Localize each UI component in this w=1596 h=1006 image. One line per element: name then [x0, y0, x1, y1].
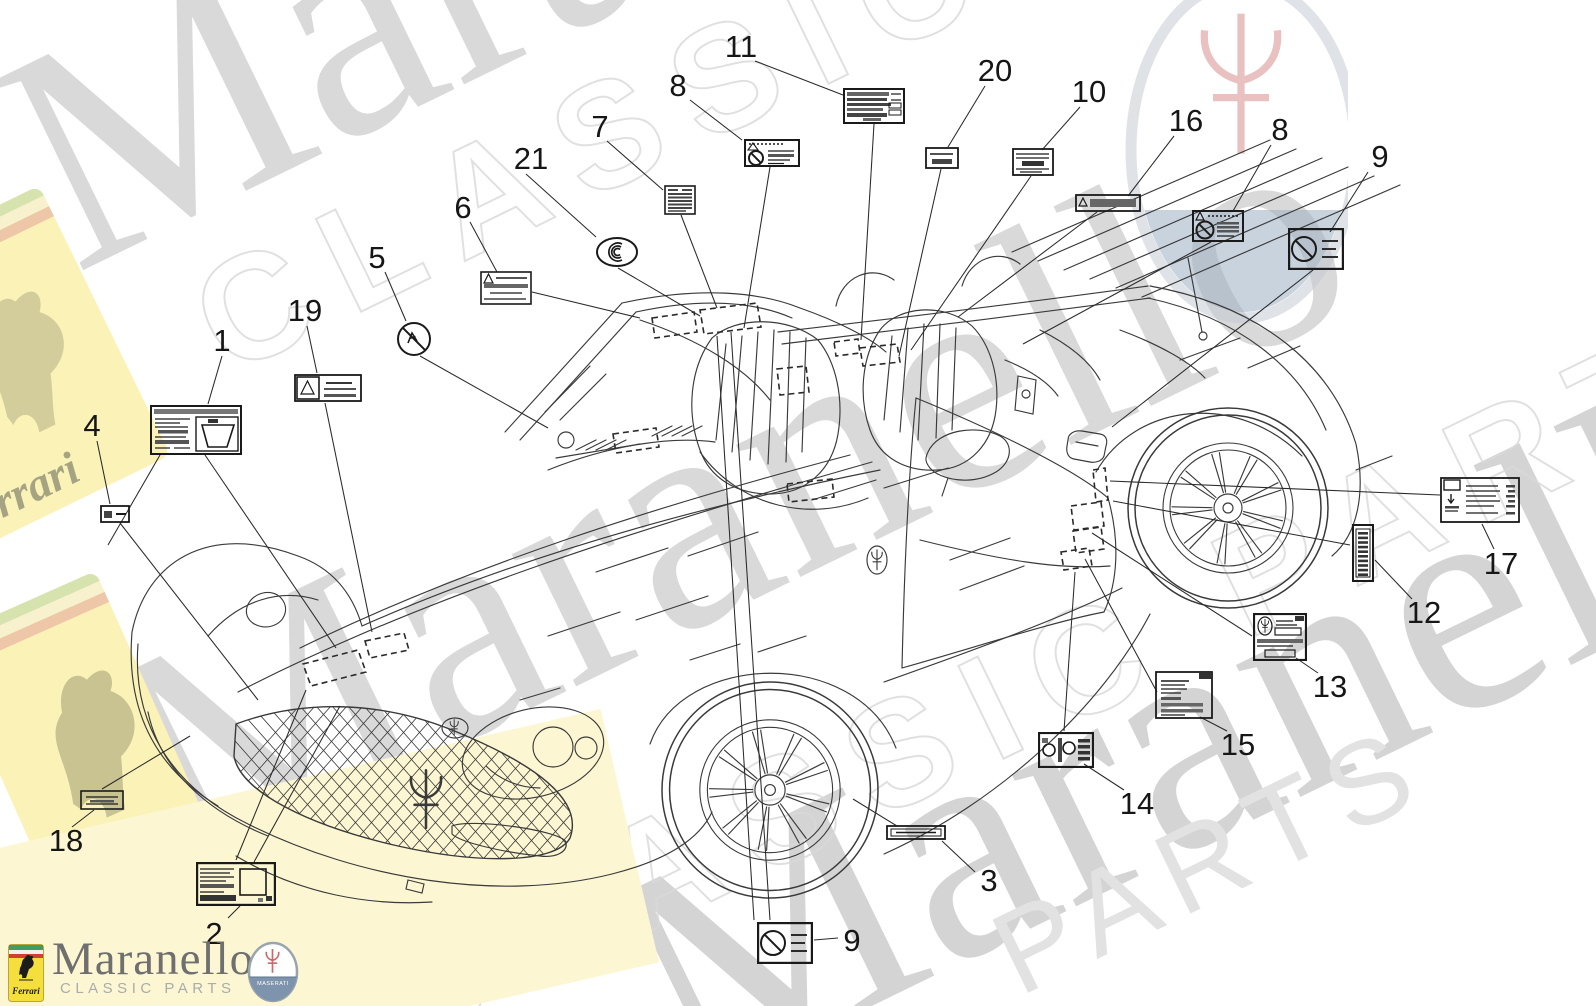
footer-brand-lockup: Ferrari Maranello CLASSIC PARTS MASERATI — [0, 930, 420, 1006]
callout-number-2[interactable]: 2 — [205, 916, 223, 951]
slim-warning-strip-sticker-icon — [1075, 194, 1141, 212]
callout-number-7[interactable]: 7 — [591, 109, 609, 144]
sticker-location-markers — [301, 302, 1109, 687]
footer-tagline: CLASSIC PARTS — [60, 980, 236, 997]
slash-warning-sticker-icon — [744, 139, 800, 167]
callout-number-18[interactable]: 18 — [48, 823, 84, 858]
warning-lines-sticker-icon — [480, 271, 532, 305]
callout-number-8[interactable]: 8 — [1271, 112, 1289, 147]
callout-number-16[interactable]: 16 — [1168, 103, 1204, 138]
prohibition-lines-sticker-icon — [1288, 228, 1344, 270]
maserati-oval-label: MASERATI — [257, 981, 289, 987]
triangle-slash-sticker-icon — [1192, 210, 1244, 242]
corner-tab-sticker-icon — [1155, 671, 1213, 719]
callout-number-20[interactable]: 20 — [977, 53, 1013, 88]
ferrari-badge-icon: Ferrari — [8, 944, 44, 1002]
callout-number-9[interactable]: 9 — [843, 923, 861, 958]
two-line-sticker-icon — [925, 147, 959, 169]
text-block-sticker-icon — [664, 185, 696, 215]
thin-strip-sticker-icon — [886, 825, 946, 840]
ccc-mark-icon — [596, 237, 638, 267]
maserati-oval-logo-icon: MASERATI — [247, 941, 299, 1003]
callout-number-17[interactable]: 17 — [1483, 546, 1519, 581]
vertical-code-strip-sticker-icon — [1352, 524, 1374, 582]
leader-lines — [71, 60, 1495, 941]
callout-number-1[interactable]: 1 — [213, 323, 231, 358]
ferrari-badge-label: Ferrari — [11, 986, 40, 996]
callout-number-13[interactable]: 13 — [1312, 669, 1348, 704]
callout-number-8[interactable]: 8 — [669, 68, 687, 103]
callout-number-9[interactable]: 9 — [1371, 139, 1389, 174]
callout-number-6[interactable]: 6 — [454, 190, 472, 225]
prohibition-lines-sticker-icon — [757, 922, 813, 964]
callout-number-19[interactable]: 19 — [287, 293, 323, 328]
callout-number-12[interactable]: 12 — [1406, 595, 1442, 630]
connector-label-sticker-icon — [1038, 732, 1094, 768]
footer-brand-name: Maranello — [52, 933, 255, 985]
trident-plate-sticker-icon — [1253, 613, 1307, 661]
callout-number-14[interactable]: 14 — [1119, 786, 1155, 821]
callout-number-10[interactable]: 10 — [1071, 74, 1107, 109]
service-data-plate-sticker-icon — [1440, 477, 1520, 523]
caution-triangle-sticker-icon — [294, 374, 362, 402]
callout-number-4[interactable]: 4 — [83, 408, 101, 443]
callout-number-11[interactable]: 11 — [724, 29, 758, 64]
striped-label-sticker-icon — [1012, 148, 1054, 176]
callout-number-21[interactable]: 21 — [513, 141, 549, 176]
callout-number-5[interactable]: 5 — [368, 240, 386, 275]
callout-number-3[interactable]: 3 — [980, 863, 998, 898]
callout-number-15[interactable]: 15 — [1220, 727, 1256, 762]
prohibition-roundel-icon — [397, 322, 431, 356]
homologation-plate-sticker-icon — [843, 88, 905, 124]
